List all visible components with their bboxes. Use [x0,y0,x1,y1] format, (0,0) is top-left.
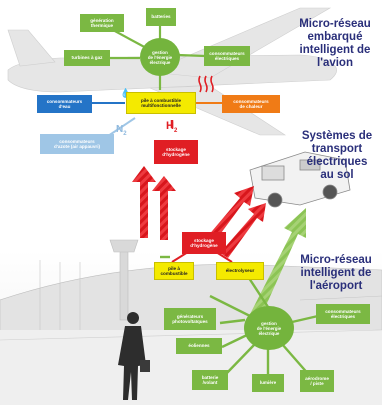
wind-turbines-box: éoliennes [176,338,222,354]
h2-label: H2 [166,120,178,135]
ground-vehicle-illustration [249,151,351,208]
lighting-box: lumière [252,374,284,392]
gas-turbines-box: turbines à gaz [64,50,110,66]
airside-runway-box: aérodrome / piste [300,370,334,392]
water-consumers-box: consommateurs d'eau [37,95,92,113]
photovoltaic-generators-box: générateurs photovoltaïques [164,308,216,330]
multifunction-fuel-cell-box: pile à combustible multifonctionnelle [126,92,196,114]
n2-label: N2 [116,124,127,137]
electrolyser-box: électrolyseur [216,262,264,280]
title-aircraft-grid: Micro-réseau embarqué intelligent de l'a… [299,18,371,69]
title-airport-grid: Micro-réseau intelligent de l'aéroport [300,254,372,292]
heat-icon [198,75,214,93]
traveller-illustration [118,312,150,400]
nitrogen-consumers-box: consommateurs d'azote (air appauvri) [40,134,114,154]
heat-consumers-box: consommateurs de chaleur [222,95,280,113]
flywheel-battery-box: batterie /volant [192,370,228,390]
thermal-generation-box: génération thermique [80,14,124,32]
title-ground-transport: Systèmes de transport électriques au sol [301,130,373,181]
batteries-box: batteries [146,8,176,26]
airport-fuel-cell-box: pile à combustible [154,262,194,280]
airport-electric-consumers-box: consommateurs électriques [316,304,370,324]
airport-energy-management-hub: gestion de l'énergie électrique [244,306,294,350]
water-drop-icon: 💧 [120,87,131,99]
aircraft-energy-management-hub: gestion de l'énergie électrique [140,38,180,76]
airport-hydrogen-storage-box: stockage d'hydrogène [182,232,226,254]
aircraft-electric-consumers-box: consommateurs électriques [204,46,250,66]
aircraft-hydrogen-storage-box: stockage d'hydrogène [154,140,198,164]
